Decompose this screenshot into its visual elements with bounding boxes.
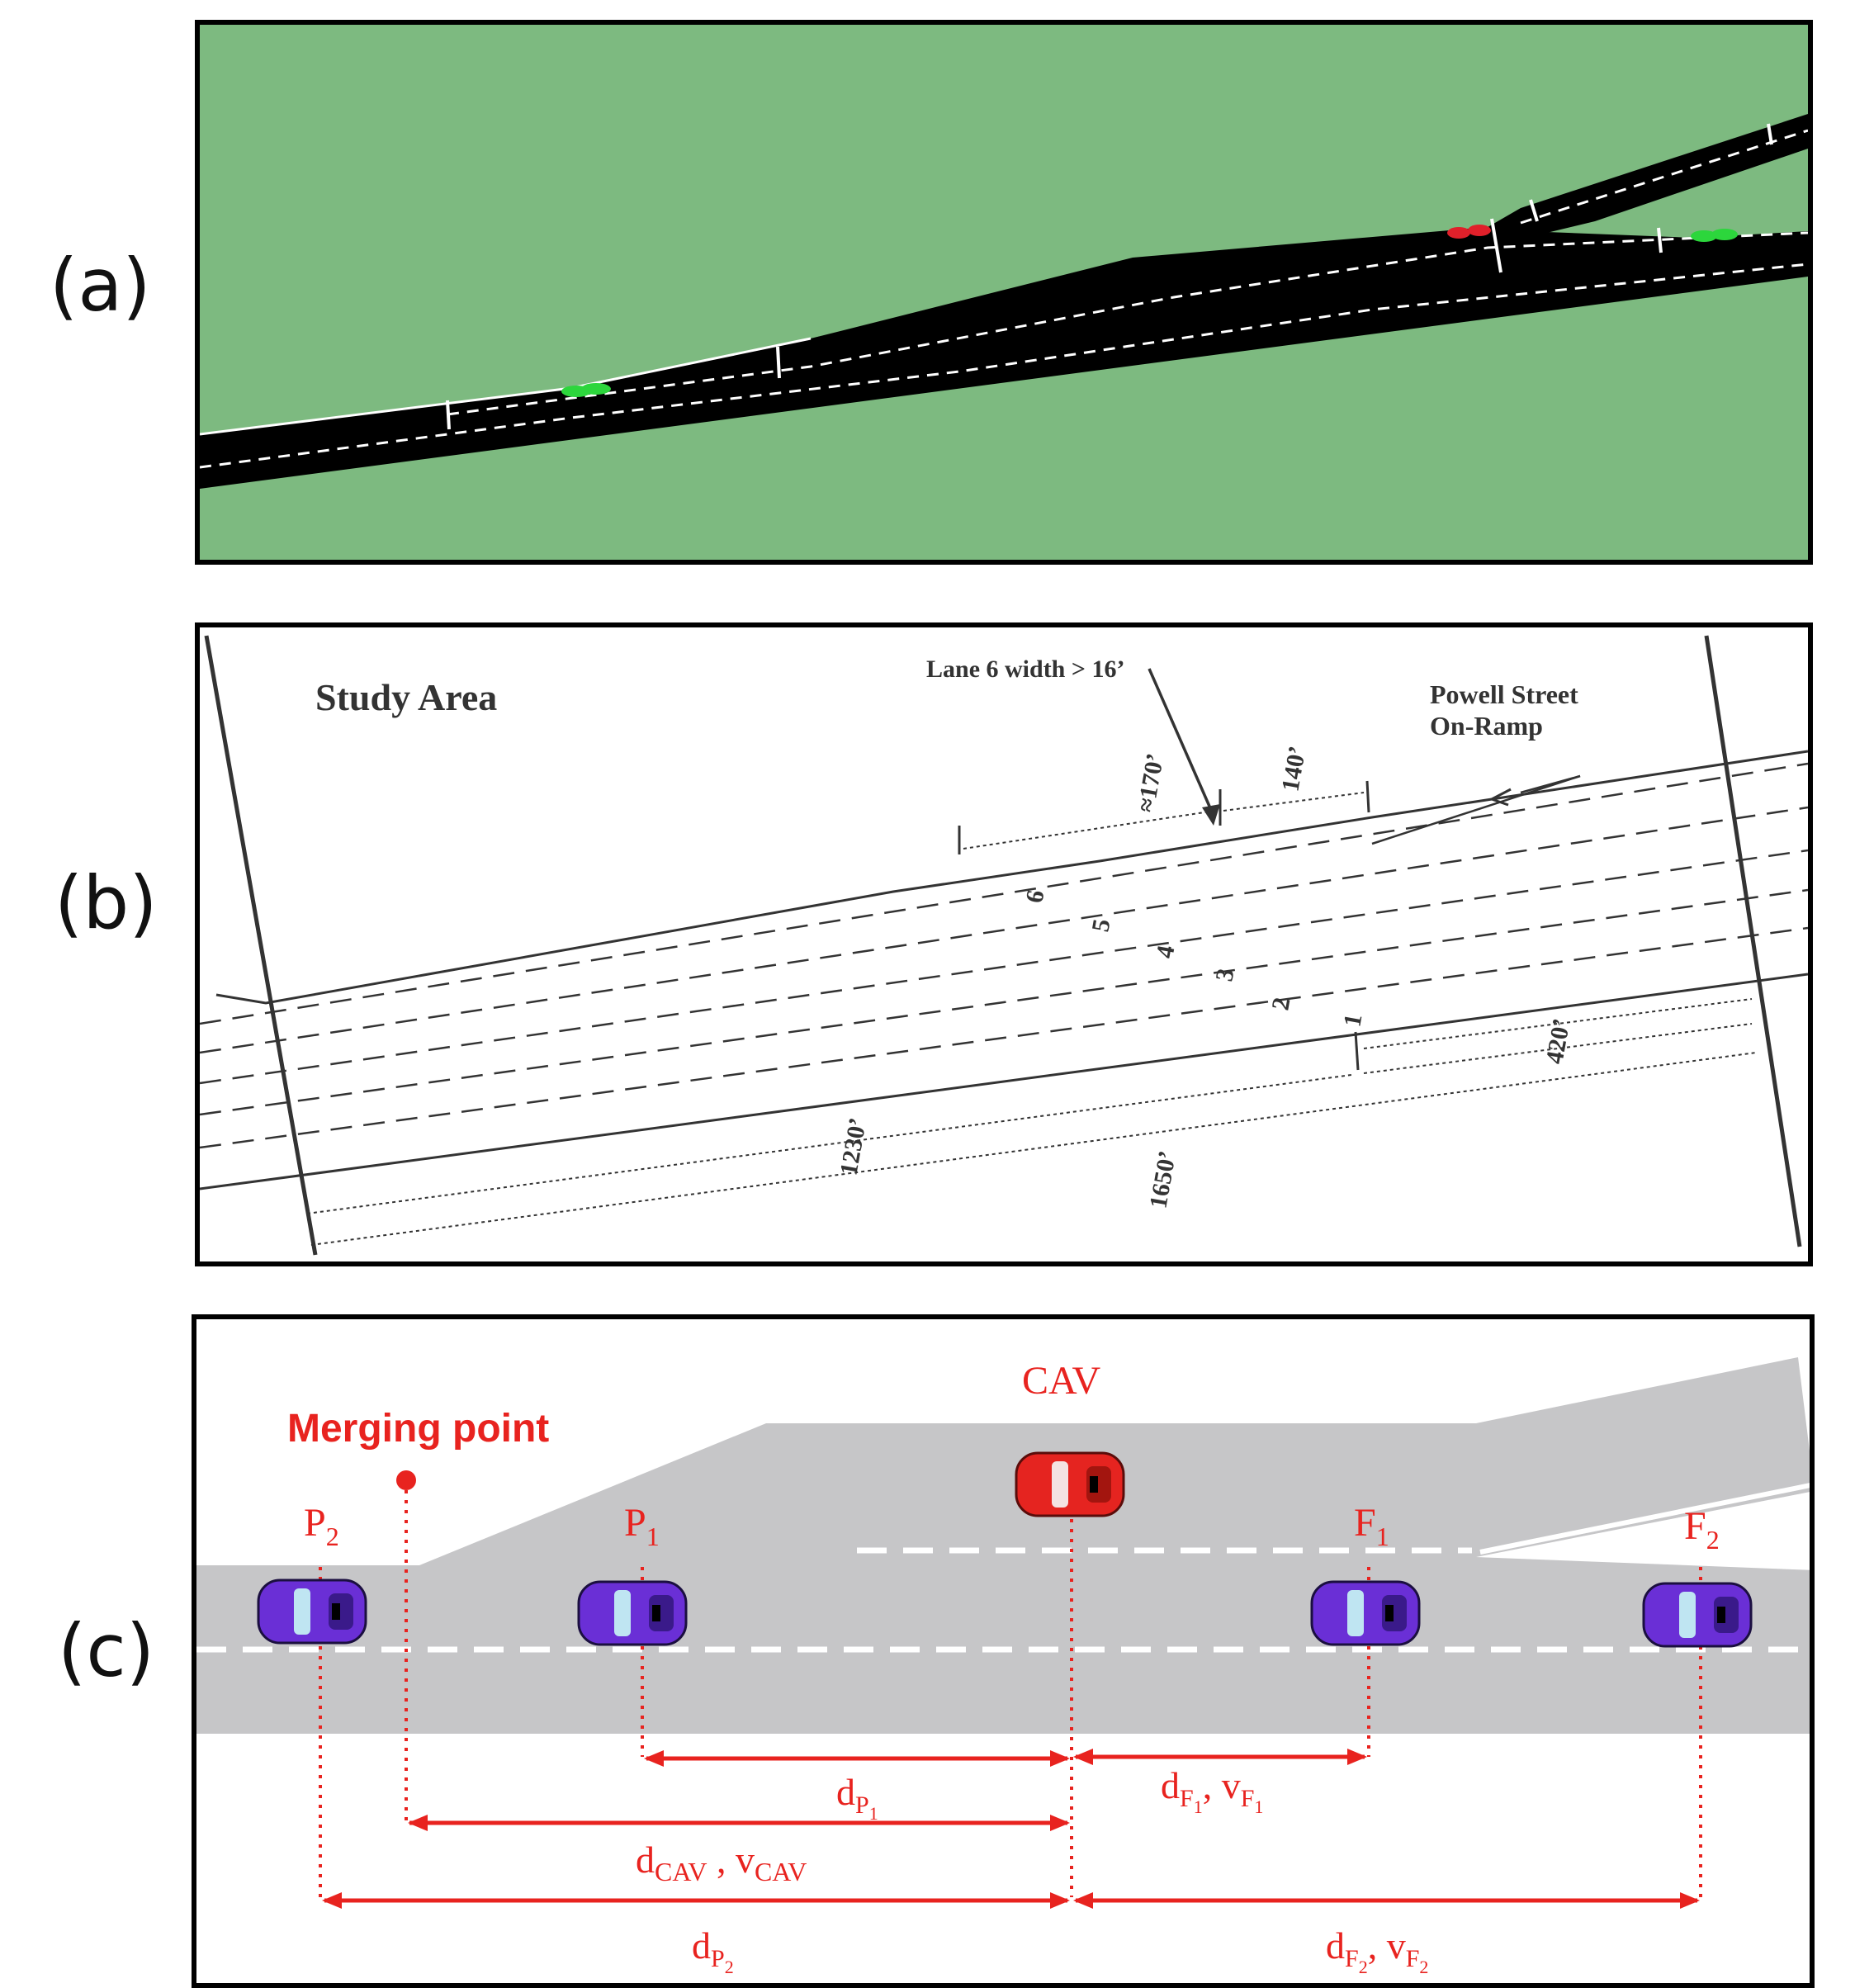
- d-cav-v-cav-label: dCAV , vCAV: [636, 1839, 807, 1886]
- vehicle-p2-icon: [257, 1579, 367, 1645]
- station-tick: [1657, 227, 1663, 253]
- ramp-name-line2: On-Ramp: [1430, 711, 1543, 741]
- lane-marking-upper: [447, 231, 1808, 416]
- dim-1230-label: 1230’: [835, 1116, 872, 1178]
- station-tick: [446, 400, 451, 430]
- lane-number: 4: [1151, 944, 1180, 961]
- lane6-note: Lane 6 width > 16’: [926, 656, 1124, 683]
- road-edge-ramp-inner: [1479, 1483, 1810, 1555]
- vehicle-cav-icon: [1015, 1451, 1125, 1517]
- lane6-note-arrow: [1148, 668, 1215, 816]
- lane-marking-main: [200, 263, 1808, 469]
- study-area-svg: Study Area Lane 6 width > 16’ Powell Str…: [200, 635, 1808, 1256]
- ramp-arrow-head: [1488, 788, 1512, 807]
- dim-1650-label: 1650’: [1144, 1149, 1181, 1211]
- vehicle-f2-icon: [1642, 1582, 1753, 1648]
- d-p2-label: dP2: [692, 1924, 734, 1977]
- study-boundary-left: [204, 635, 318, 1256]
- merging-point-marker: [396, 1470, 416, 1490]
- distance-arrows: [322, 1749, 1700, 1909]
- station-tick: [1529, 199, 1539, 222]
- dim-170-label: ≈170’: [1132, 751, 1169, 814]
- station-tick: [776, 346, 781, 379]
- sim-vehicle-green: [1691, 229, 1738, 242]
- dim-140-line: [1223, 792, 1365, 812]
- lane-number: 3: [1210, 967, 1239, 984]
- sim-vehicle-red: [1447, 225, 1491, 239]
- on-ramp-road: [1484, 114, 1808, 241]
- main-road: [200, 230, 1808, 489]
- road-edge-top: [196, 1347, 1799, 1563]
- station-tick: [1490, 218, 1502, 273]
- merge-area: [811, 227, 1496, 338]
- f1-label: F1: [1354, 1501, 1389, 1551]
- panel-a-simulation-view: [195, 20, 1813, 565]
- ramp-arrow-line: [1520, 774, 1581, 794]
- ramp-name-line1: Powell Street: [1430, 679, 1578, 709]
- dim-170-line: [963, 810, 1216, 850]
- merging-scenario-svg: Merging point CAV P2 P1 F1 F2 dP1 dF1, v…: [196, 1347, 1810, 1977]
- study-boundary-right: [1704, 635, 1802, 1247]
- vehicle-p1-icon: [577, 1580, 688, 1646]
- d-f2-v-f2-label: dF2, vF2: [1326, 1924, 1428, 1977]
- dim-420-line: [1363, 1023, 1753, 1074]
- lane-number: 6: [1020, 888, 1049, 906]
- dim-1230-line: [306, 1074, 1352, 1214]
- dim-1650-line: [310, 1052, 1757, 1246]
- lane-number: 2: [1266, 996, 1295, 1013]
- ramp-arrow-line: [1371, 774, 1581, 845]
- lane-marking-ramp: [1520, 129, 1808, 225]
- p2-label: P2: [304, 1501, 339, 1551]
- study-area-title: Study Area: [315, 676, 497, 718]
- merging-point-label: Merging point: [287, 1407, 549, 1451]
- panel-b-label: (b): [54, 860, 158, 945]
- f2-label: F2: [1684, 1504, 1720, 1555]
- station-tick: [1767, 123, 1773, 145]
- simulation-road-svg: [200, 114, 1808, 489]
- panel-c-label: (c): [58, 1608, 155, 1693]
- panel-c-merging-scenario: Merging point CAV P2 P1 F1 F2 dP1 dF1, v…: [192, 1314, 1815, 1988]
- panel-a-label: (a): [50, 243, 151, 328]
- panel-b-study-area-drawing: Study Area Lane 6 width > 16’ Powell Str…: [195, 622, 1813, 1266]
- road-edge-top: [215, 750, 1808, 1005]
- dim-420-line: [1363, 998, 1753, 1049]
- cav-label: CAV: [1022, 1359, 1100, 1403]
- p1-label: P1: [624, 1501, 660, 1551]
- lane-number: 1: [1338, 1012, 1367, 1030]
- vehicle-f1-icon: [1310, 1580, 1421, 1646]
- lane-number: 5: [1086, 917, 1115, 935]
- d-f1-v-f1-label: dF1, vF1: [1161, 1764, 1263, 1817]
- d-p1-label: dP1: [836, 1771, 878, 1824]
- dim-420-label: 420’: [1540, 1016, 1575, 1066]
- dim-140-label: 140’: [1276, 744, 1311, 793]
- lane-lines: [200, 762, 1808, 1149]
- road-edge-bottom: [200, 973, 1808, 1190]
- sim-vehicle-green: [561, 383, 611, 397]
